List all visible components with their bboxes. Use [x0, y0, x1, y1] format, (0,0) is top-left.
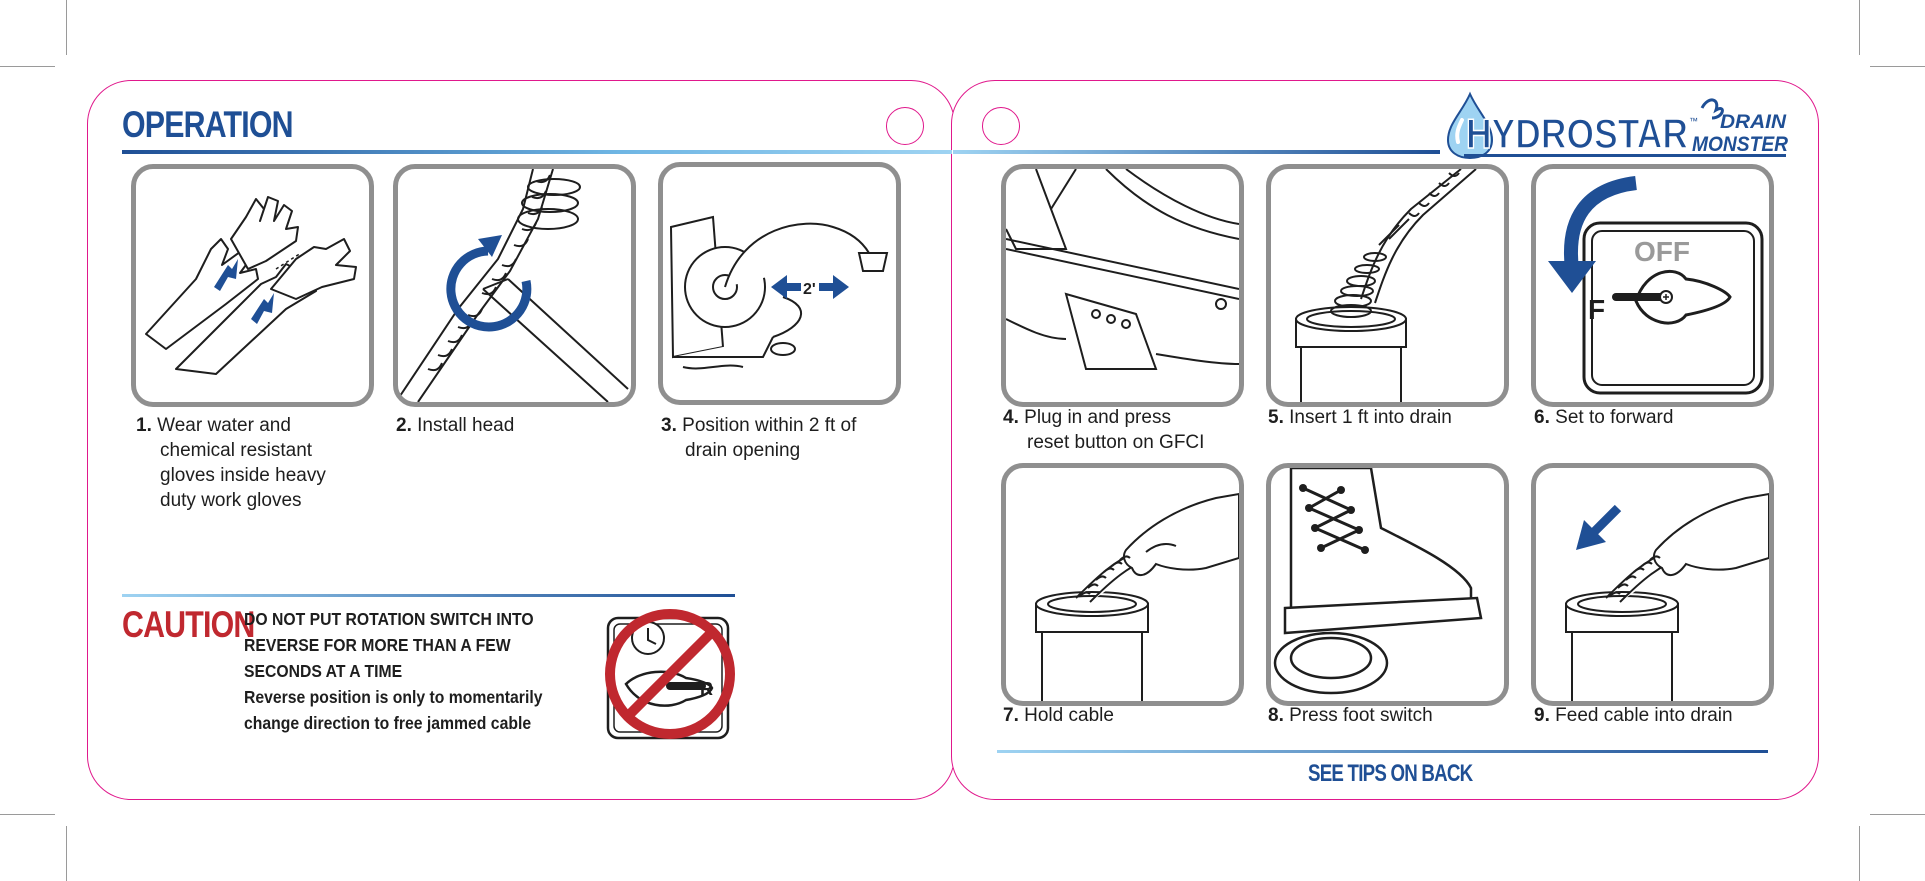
step-7-illustration — [1001, 463, 1244, 706]
punch-hole — [982, 107, 1020, 145]
step-text: chemical resistant — [160, 440, 313, 461]
step-6-illustration: OFF F — [1531, 164, 1774, 407]
logo-product-text: MONSTER — [1692, 133, 1789, 156]
punch-hole — [886, 107, 924, 145]
step-5-illustration — [1266, 164, 1509, 407]
logo-trademark: ™ — [1689, 116, 1698, 126]
step-8-illustration — [1266, 463, 1509, 706]
step-5-caption: 5. Insert 1 ft into drain — [1268, 405, 1452, 430]
step-6-caption: 6. Set to forward — [1534, 405, 1673, 430]
step-number: 4. — [1003, 407, 1019, 428]
step-9-caption: 9. Feed cable into drain — [1534, 703, 1733, 728]
caution-rule — [122, 594, 735, 597]
footer-rule — [997, 750, 1768, 753]
crop-mark — [1859, 826, 1860, 881]
step-text: Position within 2 ft of — [682, 415, 857, 436]
caution-line: change direction to free jammed cable — [244, 713, 532, 733]
caution-line: REVERSE FOR MORE THAN A FEW — [244, 635, 511, 655]
step-4-illustration — [1001, 164, 1244, 407]
crop-mark — [66, 826, 67, 881]
step-text: reset button on GFCI — [1027, 432, 1205, 453]
step-number: 2. — [396, 415, 412, 436]
step-text: Install head — [417, 415, 515, 436]
logo-product-text: DRAIN — [1720, 112, 1787, 133]
step-3-caption: 3. Position within 2 ft of drain opening — [661, 413, 856, 463]
step-text: Insert 1 ft into drain — [1289, 407, 1452, 428]
step-number: 6. — [1534, 407, 1550, 428]
gloves-icon — [145, 196, 357, 375]
step-1-caption: 1. Wear water and chemical resistant glo… — [136, 413, 326, 513]
step-8-caption: 8. Press foot switch — [1268, 703, 1433, 728]
feed-cable-icon — [1565, 492, 1769, 701]
step-2-caption: 2. Install head — [396, 413, 514, 438]
hold-cable-icon — [1035, 492, 1239, 701]
distance-label: 2' — [803, 281, 816, 298]
step-number: 7. — [1003, 705, 1019, 726]
step-7-caption: 7. Hold cable — [1003, 703, 1114, 728]
caution-line: Reverse position is only to momentarily — [244, 687, 543, 707]
crop-mark — [1859, 0, 1860, 55]
step-text: Wear water and — [157, 415, 291, 436]
machine-position-icon: 2' — [669, 215, 889, 370]
header-rule — [122, 150, 952, 154]
step-text: Set to forward — [1555, 407, 1674, 428]
crop-mark — [1870, 66, 1925, 67]
step-number: 8. — [1268, 705, 1284, 726]
step-number: 9. — [1534, 705, 1550, 726]
step-number: 5. — [1268, 407, 1284, 428]
step-3-illustration: 2' — [658, 162, 901, 405]
step-text: duty work gloves — [160, 490, 302, 511]
crop-mark — [1870, 814, 1925, 815]
caution-text: DO NOT PUT ROTATION SWITCH INTO REVERSE … — [244, 606, 604, 736]
header-rule — [953, 150, 1440, 154]
step-1-illustration — [131, 164, 374, 407]
step-text: Hold cable — [1024, 705, 1114, 726]
insert-cable-icon — [1295, 169, 1477, 402]
step-text: Press foot switch — [1289, 705, 1433, 726]
step-number: 3. — [661, 415, 677, 436]
gfci-plug-icon — [1006, 169, 1239, 370]
caution-line: DO NOT PUT ROTATION SWITCH INTO — [244, 609, 534, 629]
crop-mark — [0, 66, 55, 67]
step-text: gloves inside heavy — [160, 465, 326, 486]
section-title: OPERATION — [122, 104, 294, 145]
switch-off-label: OFF — [1634, 236, 1690, 267]
step-text: Plug in and press — [1024, 407, 1171, 428]
foot-switch-icon — [1273, 468, 1483, 695]
step-text: drain opening — [685, 440, 801, 461]
caution-line: SECONDS AT A TIME — [244, 661, 403, 681]
caution-title: CAUTION — [122, 604, 255, 645]
hydrostar-logo: HYDROSTAR ™ DRAIN MONSTER — [1440, 90, 1790, 160]
switch-forward-label: F — [1588, 294, 1605, 325]
crop-mark — [66, 0, 67, 55]
tips-link: SEE TIPS ON BACK — [1308, 760, 1473, 787]
logo-brand-text: HYDROSTAR — [1466, 110, 1688, 157]
rotation-switch-icon: OFF F — [1548, 176, 1764, 395]
step-number: 1. — [136, 415, 152, 436]
cable-head-icon — [398, 169, 629, 402]
step-2-illustration — [393, 164, 636, 407]
step-text: Feed cable into drain — [1555, 705, 1733, 726]
step-4-caption: 4. Plug in and press reset button on GFC… — [1003, 405, 1204, 455]
step-9-illustration — [1531, 463, 1774, 706]
switch-reverse-label: R — [700, 679, 713, 699]
crop-mark — [0, 814, 55, 815]
no-reverse-icon: R — [600, 604, 740, 744]
